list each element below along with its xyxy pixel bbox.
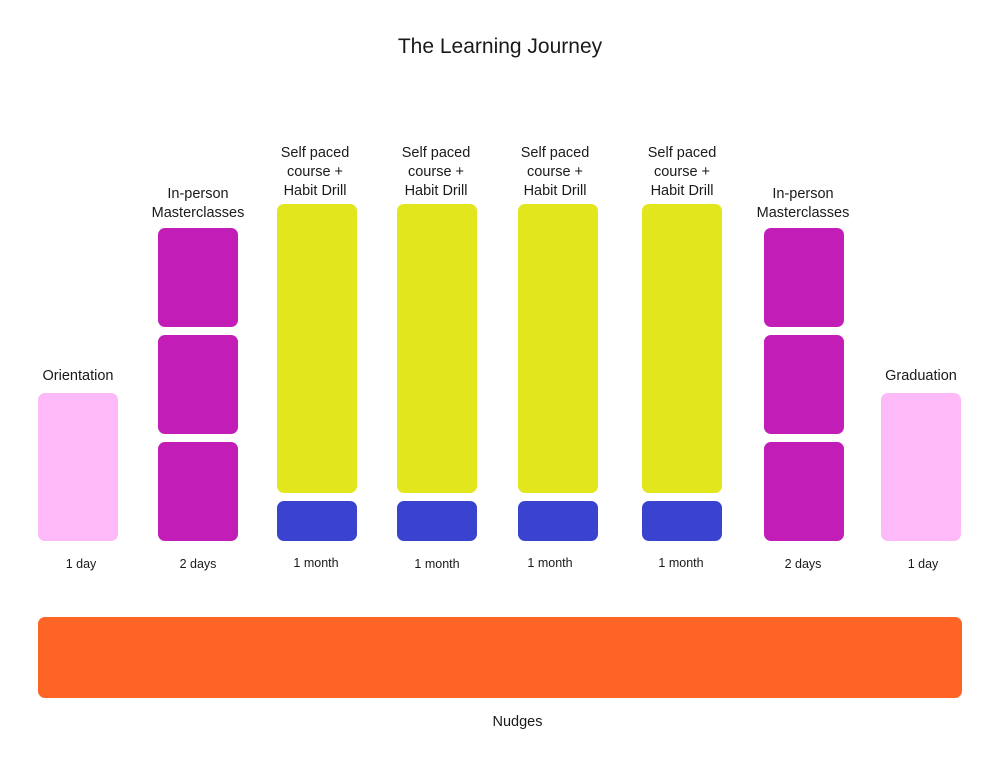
masterclass-block [764,335,844,434]
masterclass-block [158,442,238,541]
masterclass-block [764,442,844,541]
duration-self-paced-4: 1 month [658,556,704,570]
masterclass-block [764,228,844,327]
orientation-block [38,393,118,541]
duration-self-paced-2: 1 month [414,557,460,571]
diagram-title: The Learning Journey [397,35,603,58]
nudges-bar [38,617,962,698]
self-paced-course-block [642,204,722,493]
stage-label-self-paced-2: Self paced course + Habit Drill [401,145,471,199]
self-paced-course-block [518,204,598,493]
duration-self-paced-3: 1 month [527,556,573,570]
stage-label-masterclasses-1: In-person Masterclasses [151,186,245,221]
self-paced-course-block [397,204,477,493]
stage-label-masterclasses-2: In-person Masterclasses [756,186,850,221]
self-paced-course-block [277,204,357,493]
duration-masterclasses-1: 2 days [179,557,217,571]
habit-drill-block [397,501,477,541]
masterclass-block [158,335,238,434]
duration-graduation: 1 day [907,557,939,571]
masterclass-block [158,228,238,327]
habit-drill-block [518,501,598,541]
habit-drill-block [642,501,722,541]
stage-label-graduation: Graduation [885,368,957,384]
duration-self-paced-1: 1 month [293,556,339,570]
habit-drill-block [277,501,357,541]
duration-masterclasses-2: 2 days [784,557,822,571]
nudges-label: Nudges [492,714,543,730]
stage-label-orientation: Orientation [42,368,114,384]
duration-orientation: 1 day [65,557,97,571]
stage-label-self-paced-1: Self paced course + Habit Drill [280,145,350,199]
stage-label-self-paced-3: Self paced course + Habit Drill [520,145,590,199]
graduation-block [881,393,961,541]
stage-label-self-paced-4: Self paced course + Habit Drill [647,145,717,199]
